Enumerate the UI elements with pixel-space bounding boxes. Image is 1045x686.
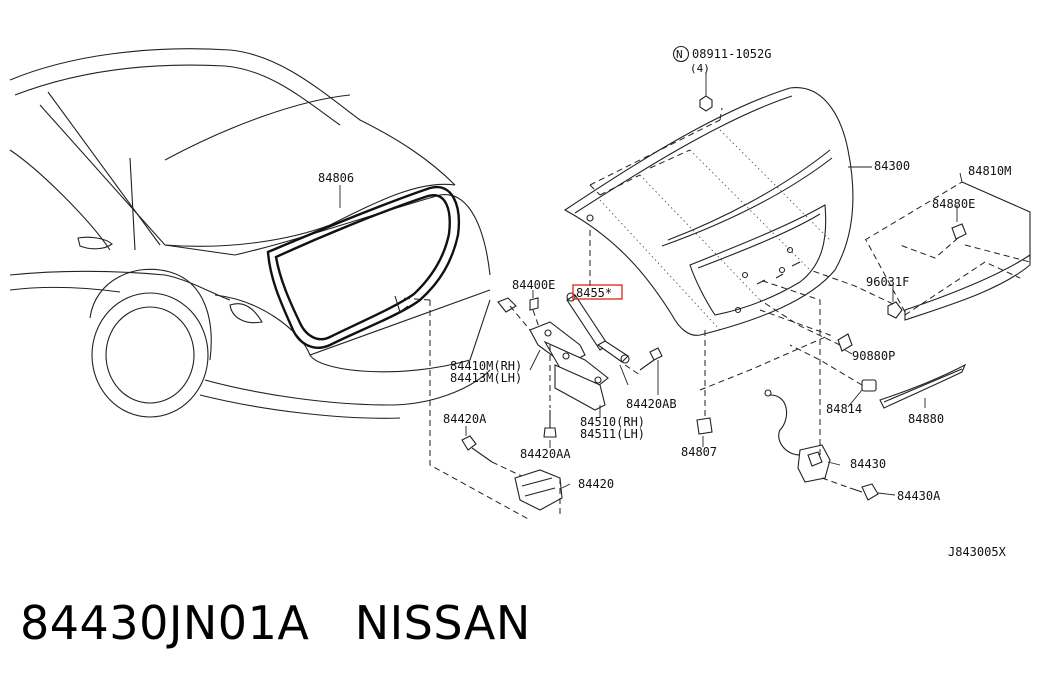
bolt-84420ab <box>639 347 663 371</box>
label-84814: 84814 <box>826 402 862 416</box>
label-84880e: 84880E <box>932 197 975 211</box>
hinge-84410m <box>497 297 609 411</box>
label-84810m: 84810M <box>968 164 1011 178</box>
label-84420aa: 84420AA <box>520 447 571 461</box>
lamp-84814 <box>789 344 877 392</box>
label-96031f: 96031F <box>866 275 909 289</box>
lock-84430 <box>759 279 851 489</box>
label-08911-1052g: 08911-1052G <box>692 47 771 61</box>
label-84420: 84420 <box>578 477 614 491</box>
nut-08911-1052g <box>672 45 713 112</box>
label-84806: 84806 <box>318 171 354 185</box>
label-90880p: 90880P <box>852 349 895 363</box>
bolt-84430a <box>849 483 879 501</box>
label-84410m: 84410M(RH) <box>450 359 522 373</box>
parts-diagram: N 08911-1052G (4) 84806 84300 84810M 848… <box>9 45 1031 559</box>
diagram-reference-code: J843005X <box>948 545 1007 559</box>
label-84880: 84880 <box>908 412 944 426</box>
stay-84400e <box>529 297 541 331</box>
car-body-illustration <box>9 48 491 419</box>
brand-name: NISSAN <box>354 596 531 650</box>
trunk-finisher <box>864 181 1031 321</box>
gas-stay <box>566 230 641 376</box>
part-number: 84430JN01A <box>20 596 310 650</box>
label-84430: 84430 <box>850 457 886 471</box>
callout-labels: N 08911-1052G (4) 84806 84300 84810M 848… <box>318 47 1011 559</box>
bolt-84420aa <box>543 345 557 438</box>
label-84420ab: 84420AB <box>626 397 677 411</box>
label-gas-stay: 8455* <box>576 286 612 300</box>
label-84430a: 84430A <box>897 489 941 503</box>
garnish-84880 <box>879 363 967 409</box>
label-84511: 84511(LH) <box>580 427 645 441</box>
gas-stay-highlight-box <box>572 284 623 300</box>
label-84413m: 84413M(LH) <box>450 371 522 385</box>
part-caption: 84430JN01A NISSAN <box>20 596 531 650</box>
cap-90880p <box>759 299 853 352</box>
label-84420a: 84420A <box>443 412 487 426</box>
clip-96031f <box>809 269 903 319</box>
label-nut-qty: (4) <box>690 62 710 75</box>
lock-dash-lines <box>699 309 832 391</box>
clip-84880e <box>899 223 967 259</box>
trunk-lid-illustration <box>563 87 854 336</box>
nut-symbol: N <box>676 48 683 61</box>
label-84807: 84807 <box>681 445 717 459</box>
leader-lines <box>339 166 963 496</box>
label-84300: 84300 <box>874 159 910 173</box>
bumper-84807 <box>696 330 713 435</box>
label-84400e: 84400E <box>512 278 555 292</box>
label-84510: 84510(RH) <box>580 415 645 429</box>
hinge-84420 <box>399 297 563 521</box>
